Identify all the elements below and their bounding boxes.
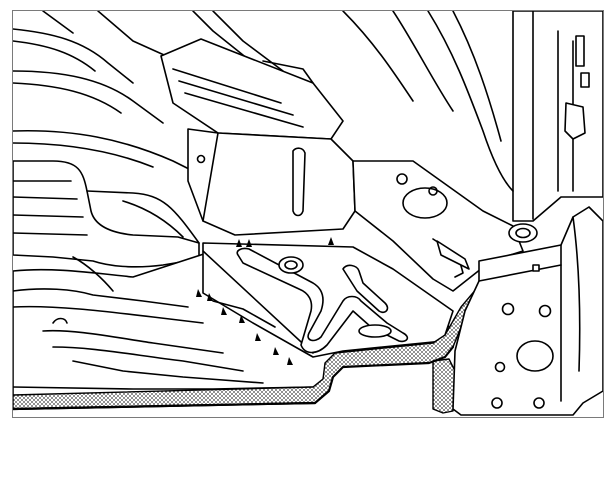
- rear-floor-platform: [202, 242, 454, 358]
- floor-pan-drawing: [13, 11, 603, 416]
- illustration-frame: [12, 10, 604, 418]
- left-cross-member: [13, 160, 200, 268]
- mounting-tabs: [196, 237, 334, 365]
- rear-bulkhead: [352, 160, 538, 292]
- rear-rail-plate: [452, 206, 603, 416]
- rear-pillar: [342, 11, 603, 222]
- center-box-section: [160, 38, 356, 236]
- floor-edge: [13, 345, 455, 411]
